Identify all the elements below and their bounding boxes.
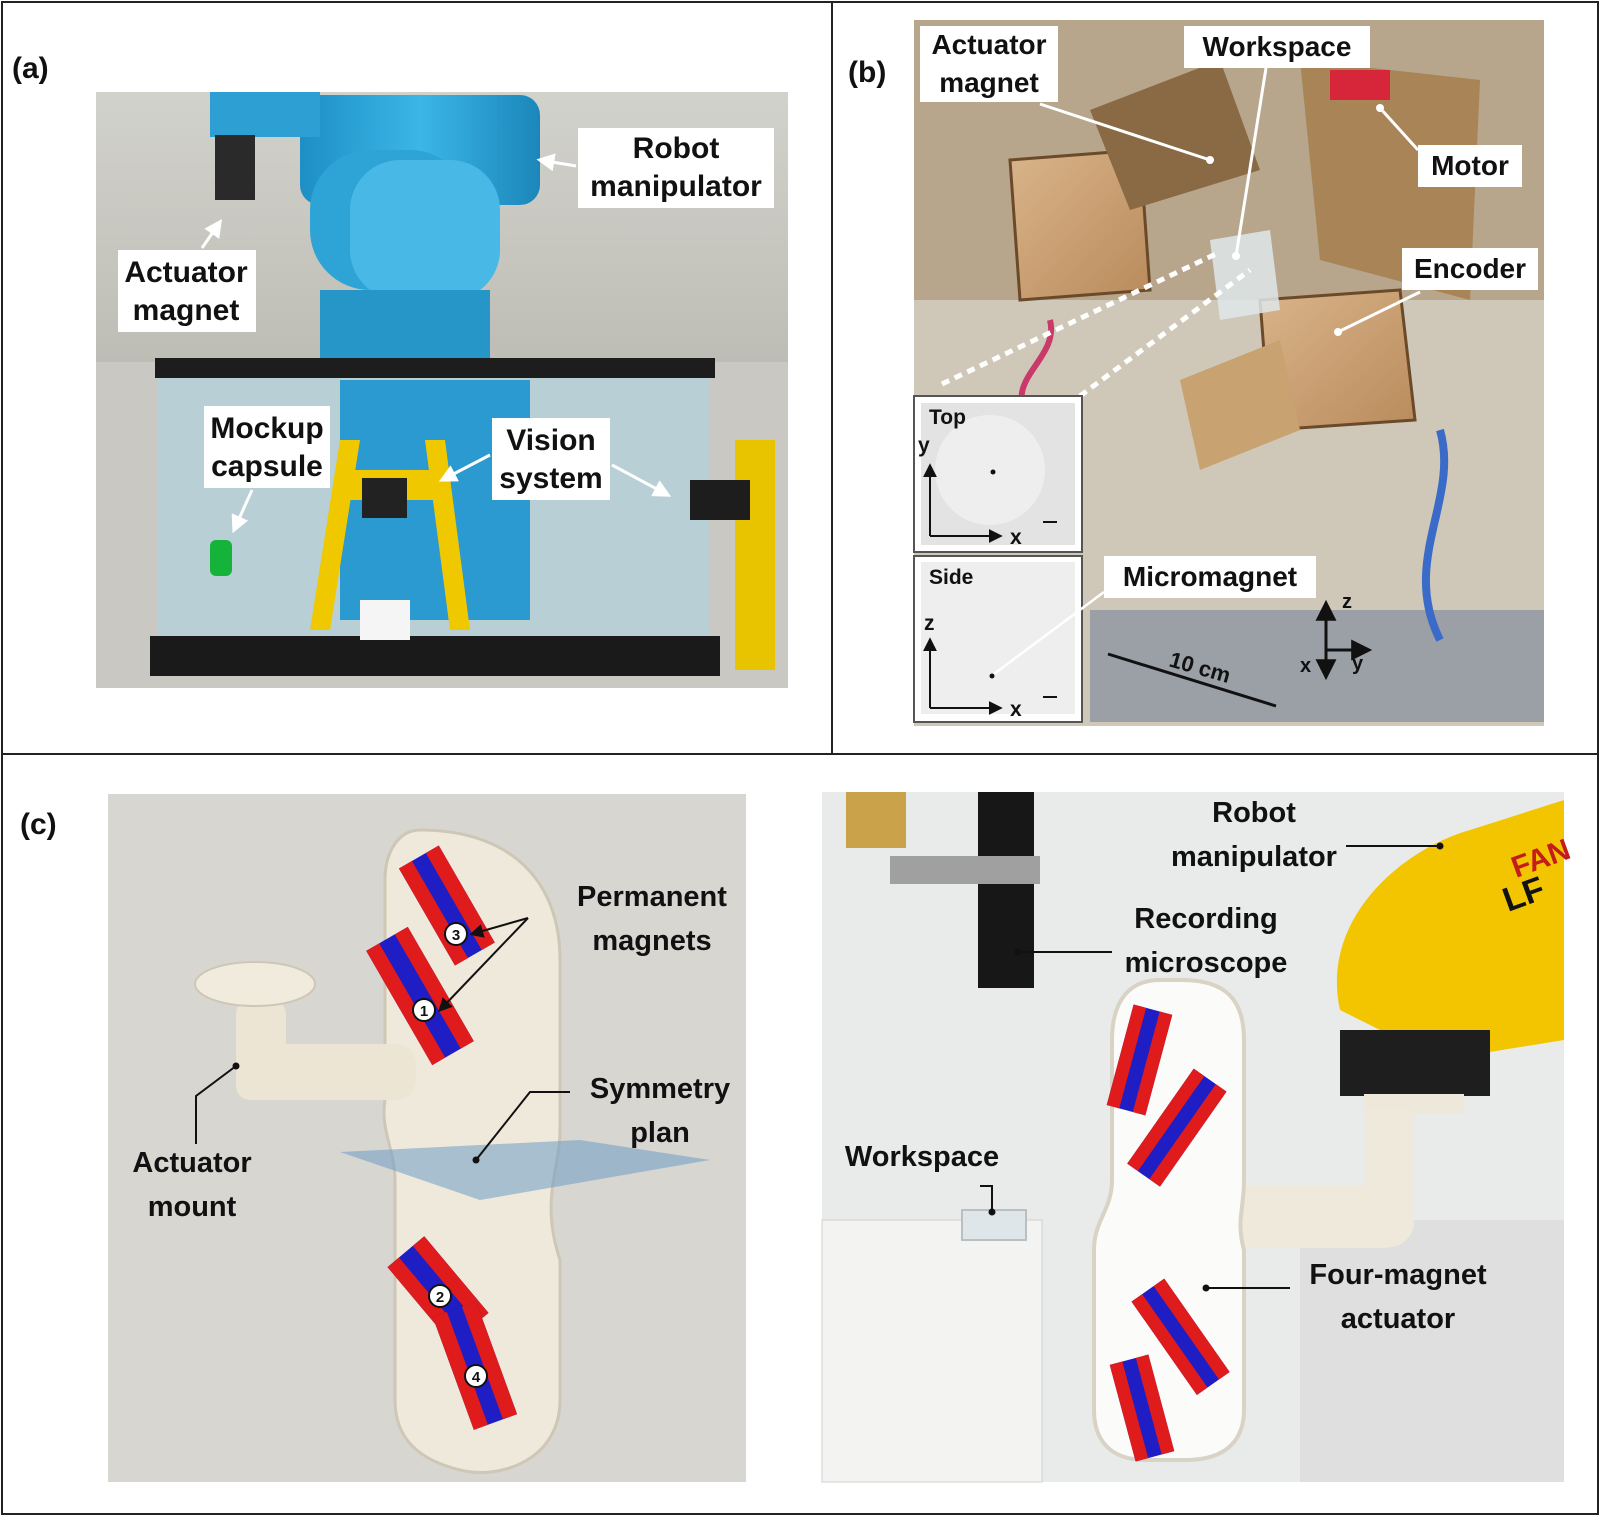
svg-text:microscope: microscope bbox=[1125, 947, 1288, 979]
encoder-callout: Encoder bbox=[1334, 248, 1538, 336]
svg-text:actuator: actuator bbox=[1341, 1303, 1455, 1335]
svg-text:mount: mount bbox=[148, 1191, 237, 1223]
magnet-number-badges: 1 2 3 4 bbox=[412, 922, 488, 1388]
vision-system-callout: Vision system bbox=[438, 418, 672, 500]
svg-text:magnet: magnet bbox=[133, 294, 240, 327]
svg-text:Recording: Recording bbox=[1134, 903, 1277, 935]
actuator-magnet-callout: Actuator magnet bbox=[118, 219, 256, 332]
svg-text:Permanent: Permanent bbox=[577, 881, 727, 913]
svg-text:z: z bbox=[1342, 591, 1352, 613]
svg-text:magnets: magnets bbox=[592, 925, 711, 957]
svg-text:1: 1 bbox=[420, 1003, 428, 1020]
svg-text:y: y bbox=[1352, 653, 1364, 675]
svg-text:y: y bbox=[918, 434, 930, 457]
panel-b: (b) Top y x bbox=[848, 20, 1544, 726]
inset-side: Side z x bbox=[913, 555, 1083, 723]
svg-text:Micromagnet: Micromagnet bbox=[1123, 561, 1297, 592]
workspace-callout-c: Workspace bbox=[845, 1141, 999, 1216]
svg-text:x: x bbox=[1300, 655, 1311, 677]
panel-c-right-photo: FAN LF bbox=[821, 792, 1575, 1483]
panel-a: (a) Robot bbox=[12, 52, 788, 688]
panel-c: (c) 1 2 3 4 Permanent magnet bbox=[20, 792, 1575, 1483]
recording-microscope-callout: Recording microscope bbox=[1014, 903, 1288, 979]
motor-callout: Motor bbox=[1376, 104, 1522, 187]
workspace-callout-b: Workspace bbox=[1184, 26, 1370, 260]
svg-text:Four-magnet: Four-magnet bbox=[1309, 1259, 1487, 1291]
svg-text:Vision: Vision bbox=[506, 424, 595, 457]
micromagnet-callout: Micromagnet bbox=[993, 556, 1316, 676]
svg-text:manipulator: manipulator bbox=[1171, 841, 1337, 873]
robot-manipulator-callout-c: Robot manipulator bbox=[1171, 797, 1444, 873]
four-magnet-actuator-callout: Four-magnet actuator bbox=[1202, 1259, 1487, 1335]
panel-c-label: (c) bbox=[20, 808, 57, 841]
robot-manipulator-callout: Robot manipulator bbox=[536, 128, 774, 208]
svg-text:Workspace: Workspace bbox=[845, 1141, 999, 1173]
svg-text:3: 3 bbox=[452, 927, 460, 944]
svg-text:plan: plan bbox=[630, 1117, 690, 1149]
svg-text:Workspace: Workspace bbox=[1203, 31, 1352, 62]
panel-b-label: (b) bbox=[848, 56, 886, 89]
mockup-capsule-callout: Mockup capsule bbox=[204, 406, 330, 534]
svg-text:Actuator: Actuator bbox=[931, 29, 1046, 60]
symmetry-plan-callout: Symmetry plan bbox=[472, 1073, 730, 1164]
svg-text:Motor: Motor bbox=[1431, 150, 1509, 181]
inset-top: Top y x bbox=[913, 395, 1083, 553]
svg-text:Mockup: Mockup bbox=[210, 412, 323, 445]
svg-text:Robot: Robot bbox=[1212, 797, 1296, 829]
svg-text:manipulator: manipulator bbox=[590, 170, 762, 203]
svg-text:z: z bbox=[924, 612, 935, 635]
axes-triad: z y x bbox=[1300, 591, 1373, 681]
svg-text:Top: Top bbox=[929, 406, 966, 429]
svg-text:Actuator: Actuator bbox=[132, 1147, 251, 1179]
svg-text:Actuator: Actuator bbox=[124, 256, 248, 289]
svg-text:magnet: magnet bbox=[939, 67, 1039, 98]
svg-text:Side: Side bbox=[929, 566, 973, 589]
panel-a-label: (a) bbox=[12, 52, 49, 85]
svg-text:Robot: Robot bbox=[633, 132, 720, 165]
svg-text:capsule: capsule bbox=[211, 450, 323, 483]
svg-text:2: 2 bbox=[436, 1289, 444, 1306]
permanent-magnets-callout: Permanent magnets bbox=[438, 881, 727, 1013]
svg-text:x: x bbox=[1010, 698, 1022, 721]
svg-text:Encoder: Encoder bbox=[1414, 253, 1526, 284]
actuator-magnet-callout-b: Actuator magnet bbox=[920, 26, 1214, 164]
svg-text:Symmetry: Symmetry bbox=[590, 1073, 730, 1105]
actuator-mount-callout: Actuator mount bbox=[132, 1062, 252, 1223]
svg-text:system: system bbox=[499, 462, 602, 495]
svg-text:x: x bbox=[1010, 526, 1022, 549]
svg-text:4: 4 bbox=[472, 1369, 481, 1386]
